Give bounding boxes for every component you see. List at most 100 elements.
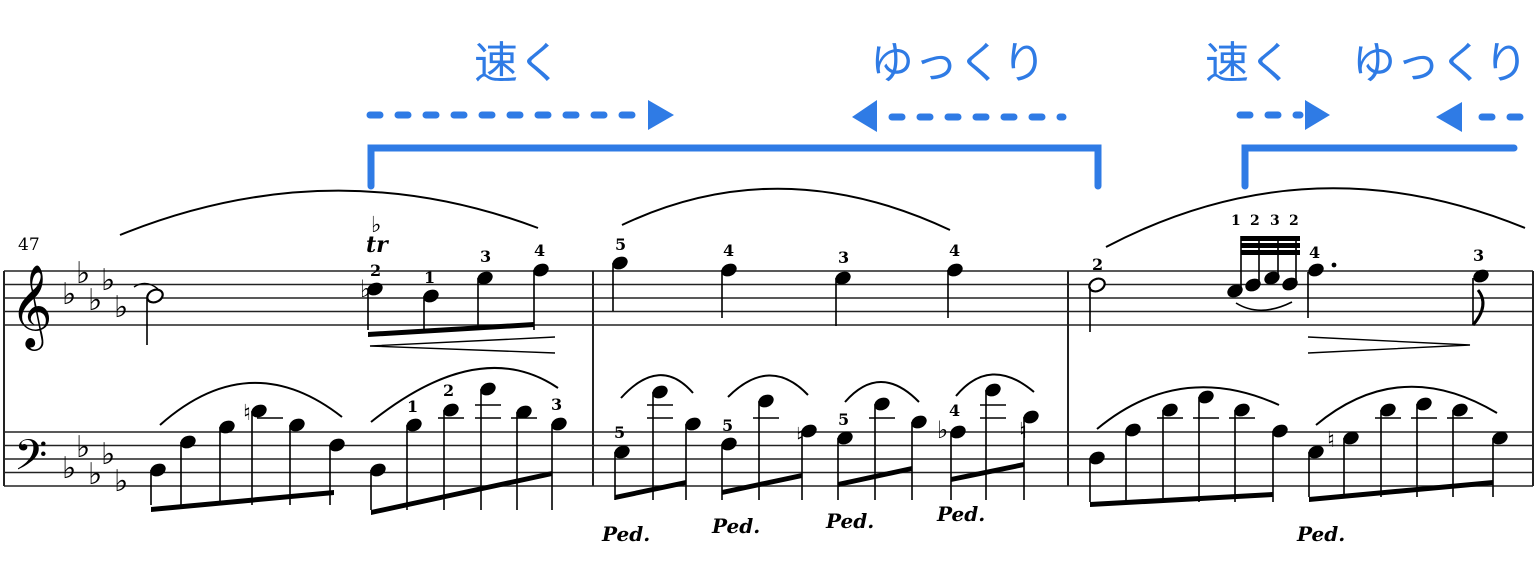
natural-icon: ♮ — [1327, 428, 1335, 453]
notehead — [477, 271, 493, 285]
staves — [3, 270, 1534, 487]
notehead — [1308, 445, 1324, 459]
notehead — [1227, 284, 1243, 298]
tempo-label-slow-2: ゆっくり — [1352, 38, 1528, 89]
notehead — [219, 420, 235, 434]
notehead — [612, 256, 628, 270]
fingering-grace: 3 — [1270, 213, 1280, 229]
notehead — [947, 263, 963, 277]
notehead — [1308, 263, 1324, 277]
slurs — [119, 187, 1526, 430]
notehead — [370, 463, 386, 477]
notehead — [516, 405, 532, 419]
bass-staff — [4, 431, 1533, 487]
fingering: 1 — [407, 397, 418, 416]
fingering: 4 — [1309, 243, 1320, 262]
phrase-bracket-1 — [367, 144, 1102, 190]
slur-bass-m2d — [955, 373, 1035, 397]
beam — [151, 490, 334, 512]
flat-icon: ♭ — [114, 464, 128, 499]
fingering: 3 — [838, 248, 849, 267]
notehead — [1023, 410, 1039, 424]
fingering-grace: 1 — [1231, 213, 1241, 229]
tempo-label-slow-1: ゆっくり — [870, 38, 1046, 89]
notehead — [443, 403, 459, 417]
fingering: 3 — [1473, 246, 1484, 265]
notehead — [950, 425, 966, 439]
decrescendo-hairpin — [1307, 336, 1471, 354]
phrase-bracket-2 — [1241, 144, 1518, 190]
measure-number: 47 — [18, 235, 40, 255]
notehead — [367, 282, 383, 296]
pedal-mark: Ped. — [825, 509, 874, 533]
notehead — [1245, 278, 1261, 292]
fingering: 2 — [370, 261, 381, 280]
flag — [1471, 289, 1485, 326]
arrowhead-right-icon — [648, 100, 674, 130]
pedal-mark: Ped. — [936, 502, 985, 526]
flat-icon: ♭ — [937, 416, 948, 444]
notehead — [721, 437, 737, 451]
pedal-mark: Ped. — [1296, 522, 1345, 546]
arrowhead-left-icon — [852, 100, 877, 132]
notehead — [874, 397, 890, 411]
notes: ♭♮♮♭♮♮ — [146, 236, 1508, 515]
tie-m1 — [133, 282, 159, 290]
beam — [722, 473, 802, 495]
flat-icon: ♭ — [88, 283, 102, 318]
notehead — [1492, 431, 1508, 445]
flat-icon: ♭ — [62, 451, 76, 486]
beam — [1241, 236, 1300, 241]
beam — [1309, 480, 1493, 502]
slur-bass-m2c — [844, 381, 920, 403]
tempo-annotations: 速く ゆっくり 速く ゆっくり — [366, 38, 1536, 190]
trill-flat-icon: ♭ — [371, 213, 381, 238]
notehead — [837, 431, 853, 445]
notehead — [551, 417, 567, 431]
fingering: 2 — [1092, 255, 1103, 274]
fingering: 5 — [614, 423, 625, 442]
arrowhead-left-icon-2 — [1436, 102, 1462, 132]
notehead — [1380, 403, 1396, 417]
key-signature-treble: ♭ ♭ ♭ ♭ ♭ — [62, 256, 128, 325]
notehead — [150, 463, 166, 477]
tempo-label-fast-2: 速く — [1205, 38, 1293, 89]
flat-icon: ♭ — [76, 430, 90, 465]
pedal-mark: Ped. — [711, 514, 760, 538]
trill-icon: tr — [366, 232, 389, 258]
fingering: 5 — [615, 235, 626, 254]
beam — [1241, 243, 1300, 248]
notehead — [1343, 431, 1359, 445]
notehead — [1162, 403, 1178, 417]
notehead — [329, 438, 345, 452]
slur-bass-m1a — [159, 381, 343, 426]
arrowhead-right-icon-2 — [1305, 100, 1330, 130]
notehead — [423, 289, 439, 303]
notehead — [1198, 390, 1214, 404]
notehead — [801, 424, 817, 438]
flat-icon: ♭ — [76, 256, 90, 291]
treble-staff — [4, 270, 1533, 326]
notehead — [146, 288, 164, 304]
notehead — [1473, 269, 1489, 283]
fingering: 3 — [480, 247, 491, 266]
notehead — [1125, 423, 1141, 437]
crescendo-hairpin — [369, 336, 556, 354]
slur-bass-m3a — [1096, 386, 1280, 430]
treble-fingerings: 2 1 3 4 5 4 3 4 2 1 2 3 2 4 3 — [370, 213, 1484, 287]
flat-icon: ♭ — [62, 277, 76, 312]
beam — [1090, 492, 1273, 507]
notehead — [911, 415, 927, 429]
notehead — [1416, 397, 1432, 411]
notehead — [685, 417, 701, 431]
natural-icon: ♮ — [1019, 419, 1027, 444]
slur-treble-m1 — [119, 189, 539, 236]
key-signature-bass: ♭ ♭ ♭ ♭ ♭ — [62, 430, 128, 499]
fingering-grace: 2 — [1289, 213, 1299, 229]
notehead — [1272, 424, 1288, 438]
fingering: 2 — [443, 381, 454, 400]
notehead — [835, 271, 851, 285]
notehead — [406, 418, 422, 432]
fingering: 1 — [424, 268, 435, 287]
